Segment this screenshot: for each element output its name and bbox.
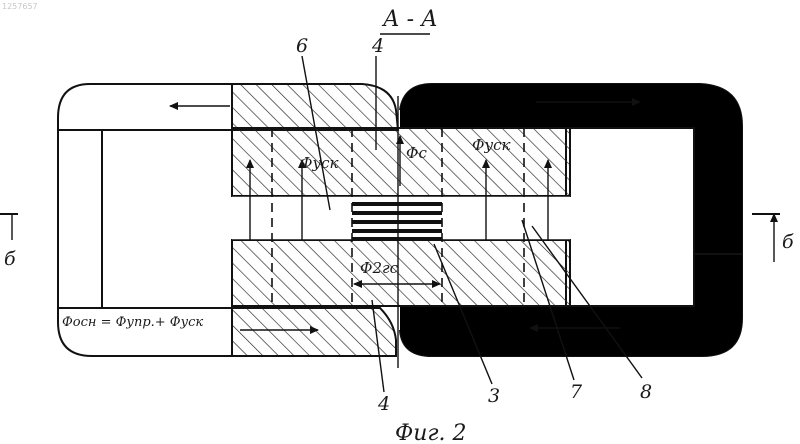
right-yoke-window [566,128,694,306]
section-label-right: б [782,231,794,253]
ref-label-7: 7 [570,381,583,403]
upper-core-block [232,128,570,196]
ref-label-4-top: 4 [371,35,384,57]
flux-label-2g: Ф2гс [360,259,399,277]
ref-label-8: 8 [640,381,652,403]
left-lower-pole-shoe [232,308,396,356]
ref-label-6: 6 [296,35,308,57]
flux-label-usk-right: Фуск [472,136,511,154]
flux-label-usk-left: Фуск [300,154,339,172]
section-title: А - А [381,7,438,32]
lower-core-block [232,240,570,306]
flux-label-c: Фс [406,144,427,162]
document-number: 1257657 [2,2,38,11]
flux-label-osn: Фосн = Фупр.+ Фуск [62,315,203,330]
section-mark-right: б [752,214,794,262]
ref-label-4-bottom: 4 [377,393,390,415]
ref-label-3: 3 [488,385,500,407]
section-mark-left: б [0,214,18,270]
figure-caption: Фиг. 2 [395,421,467,444]
left-upper-pole-shoe [232,84,398,130]
section-label-left: б [4,248,16,270]
